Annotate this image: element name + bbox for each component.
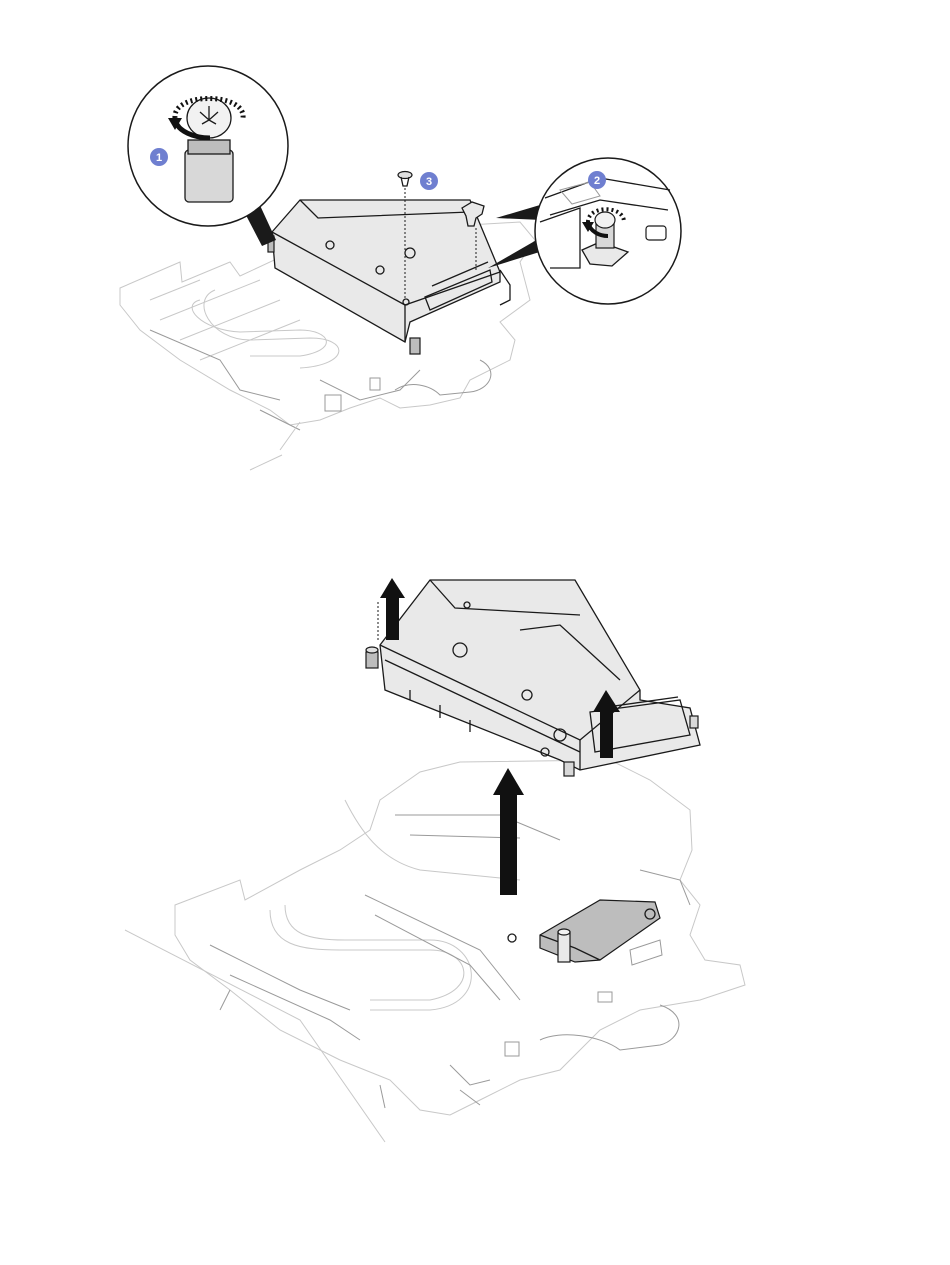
bottom-figure [125,578,745,1142]
callout-number-2: 2 [594,175,600,187]
detail-bracket-callout: 2 [488,158,681,304]
top-figure: 1 3 [120,66,681,470]
bottom-tray-outline [125,760,745,1142]
lift-arrow-center-icon [493,768,524,895]
bottom-riser-cage [366,580,700,776]
screw-icon [398,172,412,187]
cage-thumbscrew [366,600,378,668]
page-margin-line [0,1248,950,1249]
detail-thumbscrew-callout: 1 [128,66,288,246]
callout-number-1: 1 [156,152,162,164]
tray-module [508,900,660,962]
callout-number-3: 3 [426,176,432,188]
